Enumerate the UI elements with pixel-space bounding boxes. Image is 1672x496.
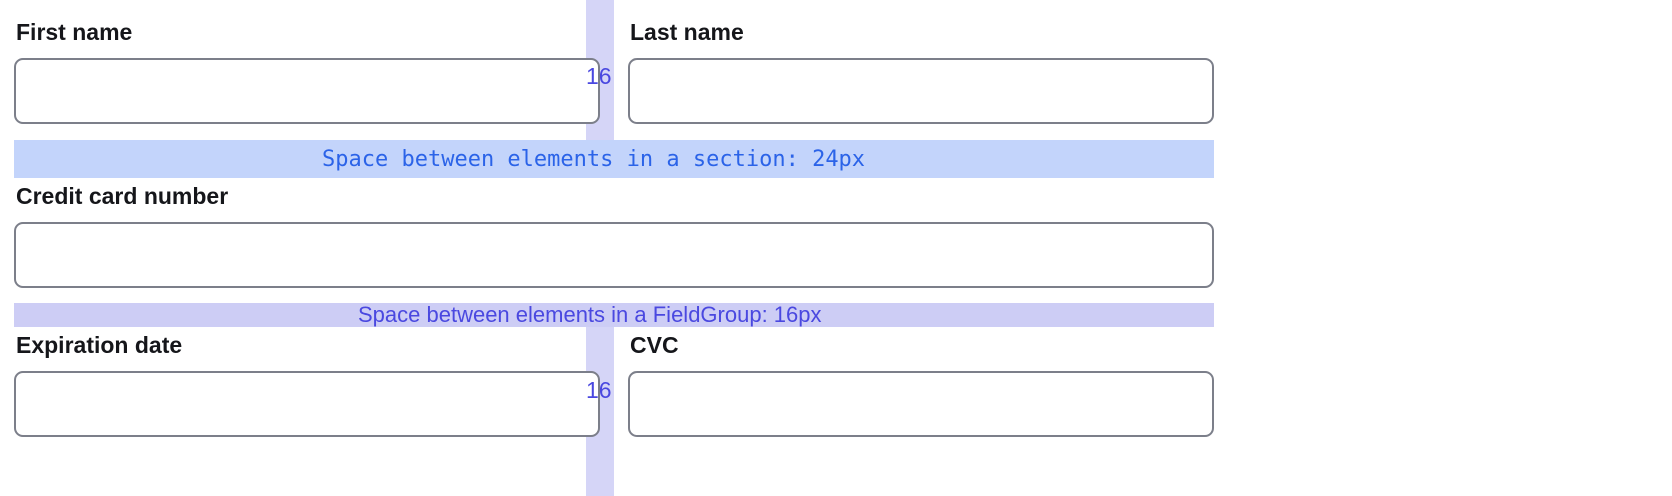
field-cvc: CVC <box>628 331 1214 437</box>
fieldgroup-spacing-annotation-label: Space between elements in a FieldGroup: … <box>358 302 822 327</box>
field-first-name: First name <box>14 18 600 124</box>
form-row-names: First name Last name <box>14 18 1214 124</box>
fieldgroup-spacing-annotation-band: Space between elements in a FieldGroup: … <box>14 302 1214 327</box>
field-expiration-date: Expiration date <box>14 331 600 437</box>
field-label-first-name: First name <box>16 19 133 45</box>
field-label-cvc: CVC <box>630 332 679 358</box>
expiration-date-input[interactable] <box>14 371 600 437</box>
form-content-column: First name Last name Credit card number … <box>14 0 1214 496</box>
field-label-credit-card-number: Credit card number <box>16 183 229 209</box>
field-label-last-name: Last name <box>630 19 744 45</box>
form-row-credit-card-number: Credit card number <box>14 182 1214 288</box>
cvc-input[interactable] <box>628 371 1214 437</box>
field-label-expiration-date: Expiration date <box>16 332 183 358</box>
section-spacing-annotation-label: Space between elements in a section: 24p… <box>322 146 866 172</box>
field-last-name: Last name <box>628 18 1214 124</box>
field-credit-card-number: Credit card number <box>14 182 1214 288</box>
form-row-expiry-cvc: Expiration date CVC <box>14 331 1214 437</box>
first-name-input[interactable] <box>14 58 600 124</box>
credit-card-number-input[interactable] <box>14 222 1214 288</box>
last-name-input[interactable] <box>628 58 1214 124</box>
section-spacing-annotation-band: Space between elements in a section: 24p… <box>14 140 1214 178</box>
